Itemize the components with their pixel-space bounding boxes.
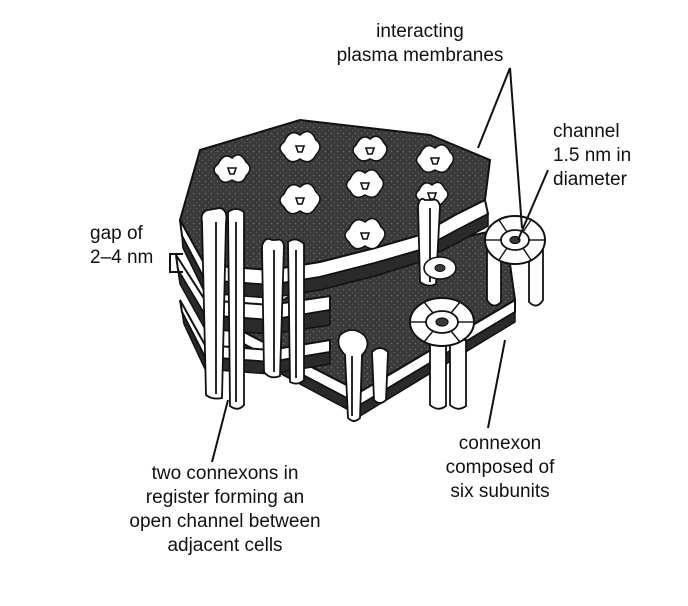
connexon-column (449, 339, 467, 410)
leader-interacting-left (477, 67, 511, 149)
label-line: diameter (553, 169, 627, 190)
connexon-top (352, 135, 388, 162)
connexon-end-on-right (484, 215, 546, 307)
label-connexon: connexon composed of six subunits (415, 432, 585, 504)
connexon-column (261, 237, 285, 379)
label-line: six subunits (450, 481, 550, 502)
label-interacting-membranes: interacting plasma membranes (300, 20, 540, 68)
label-line: connexon (458, 433, 542, 454)
label-line: interacting (376, 21, 464, 42)
leader-interacting-right (509, 67, 523, 229)
connexon-column (200, 207, 228, 400)
label-line: 2–4 nm (90, 247, 154, 268)
label-two-connexons: two connexons in register forming an ope… (110, 462, 340, 558)
label-line: register forming an (145, 487, 305, 508)
connexon-column (429, 339, 447, 410)
connexon-top (344, 217, 386, 250)
connexon-tops-upper (213, 130, 455, 250)
leader-connexon (487, 339, 506, 429)
connexon-small-center (423, 256, 457, 280)
label-line: open channel between (129, 511, 321, 532)
connexon-top (213, 154, 251, 184)
label-line: 1.5 nm in (553, 145, 632, 166)
label-gap: gap of 2–4 nm (90, 222, 180, 270)
leader-channel (517, 169, 549, 241)
connexon-top (279, 182, 321, 215)
label-line: two connexons in (151, 463, 299, 484)
leader-lines (169, 67, 549, 463)
connexon-top (345, 169, 385, 199)
label-line: adjacent cells (167, 535, 283, 556)
connexon-column (371, 347, 389, 404)
label-line: channel (553, 121, 620, 142)
connexon-top (415, 144, 455, 174)
connexon-top (279, 130, 321, 163)
leader-two-connexons (211, 399, 229, 463)
label-line: composed of (445, 457, 555, 478)
label-line: gap of (90, 223, 143, 244)
connexon-column (337, 329, 369, 422)
gap-bracket (169, 253, 183, 273)
label-line: plasma membranes (336, 45, 504, 66)
label-channel: channel 1.5 nm in diameter (553, 120, 673, 192)
connexon-end-on-bottom (409, 297, 475, 347)
